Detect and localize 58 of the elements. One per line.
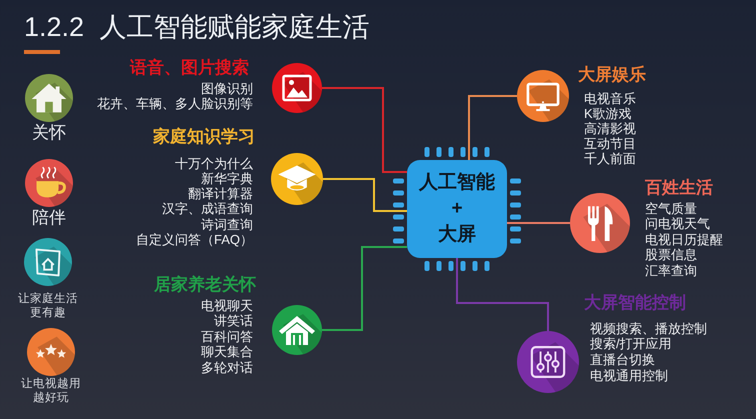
graduation-cap-icon (271, 153, 323, 205)
coffee-cup-icon (25, 159, 73, 207)
category-heading: 家庭知识学习 (153, 127, 255, 147)
connector-line (456, 258, 549, 331)
list-item: 电视聊天 (201, 298, 253, 312)
list-item: 汇率查询 (645, 262, 697, 278)
chip-label: + (451, 197, 463, 221)
icon-label: 让电视越用越好玩 (20, 378, 82, 405)
connector-line (322, 246, 407, 331)
list-item: 新华字典 (201, 170, 253, 186)
list-item: 汉字、成语查询 (162, 201, 253, 216)
connector-line (323, 178, 407, 212)
list-item: 千人前面 (584, 150, 636, 166)
category-heading: 居家养老关怀 (154, 275, 256, 295)
list-item: 电视通用控制 (590, 368, 668, 383)
connector-line (322, 87, 407, 173)
fork-knife-icon (570, 193, 630, 253)
list-item: 图像识别 (201, 80, 253, 96)
connector-line (507, 222, 570, 224)
monitor-icon (517, 70, 569, 122)
list-item: 十万个为什么 (175, 156, 253, 170)
category-heading: 大屏智能控制 (584, 293, 686, 313)
house-icon (272, 305, 322, 355)
list-item: 电视音乐 (584, 90, 636, 106)
category-heading: 语音、图片搜索 (130, 58, 249, 78)
icon-label: 让家庭生活更有趣 (17, 293, 79, 320)
list-item: 翻译计算器 (188, 186, 253, 202)
title: 1.2.2 人工智能赋能家庭生活 (24, 11, 370, 44)
sliders-icon (517, 331, 579, 393)
category-heading: 大屏娱乐 (578, 65, 646, 85)
list-item: 多轮对话 (201, 360, 253, 374)
chip-label: 大屏 (438, 223, 476, 247)
list-item: 视频搜索、播放控制 (590, 320, 707, 336)
list-item: 搜索/打开应用 (590, 336, 672, 352)
category-heading: 百姓生活 (645, 178, 713, 198)
list-item: 百科问答 (201, 328, 253, 344)
connector-line (468, 95, 517, 160)
house-icon (25, 74, 73, 122)
icon-label: 陪伴 (32, 208, 66, 228)
list-item: 讲笑话 (214, 313, 253, 328)
list-item: 空气质量 (645, 200, 697, 216)
list-item: 聊天集合 (201, 344, 253, 359)
list-item: 诗词查询 (201, 216, 253, 232)
list-item: K歌游戏 (584, 106, 632, 120)
list-item: 自定义问答（FAQ） (136, 232, 253, 247)
chip-label: 人工智能 (419, 171, 495, 195)
list-item: 高清影视 (584, 120, 636, 136)
chip-box (407, 160, 507, 258)
image-icon (272, 63, 322, 113)
list-item: 问电视天气 (645, 216, 710, 231)
list-item: 花卉、车辆、多人脸识别等 (97, 96, 253, 110)
list-item: 电视日历提醒 (645, 232, 723, 246)
icon-label: 关怀 (32, 123, 66, 143)
list-item: 直播台切换 (590, 352, 655, 367)
stars-icon (27, 328, 75, 376)
list-item: 股票信息 (645, 247, 697, 262)
map-icon (24, 238, 72, 286)
list-item: 互动节目 (584, 136, 636, 150)
